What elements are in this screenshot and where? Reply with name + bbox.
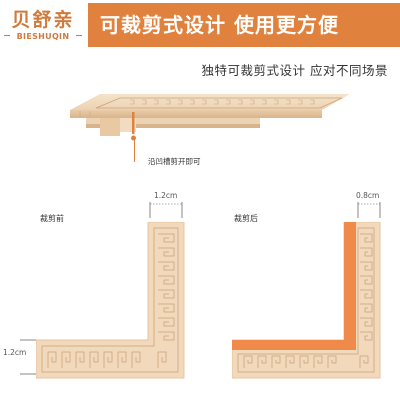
strip-end-block <box>100 118 120 136</box>
corner-guard-before <box>36 222 185 379</box>
cut-strip-horizontal <box>232 340 356 350</box>
before-left-width: 1.2cm <box>3 348 27 357</box>
corner-guard-after <box>232 222 381 379</box>
product-illustration <box>70 94 350 141</box>
before-left-dimension <box>20 339 36 375</box>
cut-strip-vertical <box>344 222 356 340</box>
after-label: 裁剪后 <box>234 214 258 223</box>
brand-logo: 贝舒亲 BIESHUQIN <box>3 5 83 49</box>
header-bar: 贝舒亲 BIESHUQIN 可裁剪式设计 使用更方便 <box>0 0 400 50</box>
brand-name-en: BIESHUQIN <box>16 32 70 41</box>
after-top-dimension <box>357 202 381 218</box>
brand-rule-right <box>76 35 82 36</box>
callout-leader-line <box>134 138 135 162</box>
key-pattern-vertical-after <box>360 233 373 341</box>
brand-name-cn: 贝舒亲 <box>11 9 75 31</box>
strip-pattern-band <box>95 97 343 109</box>
key-pattern-horizontal-after <box>243 355 369 368</box>
before-label: 裁剪前 <box>40 214 64 223</box>
strip-front-face <box>70 110 322 118</box>
before-top-dimension <box>149 202 183 218</box>
brand-rule-left <box>4 35 10 36</box>
strip-top-surface <box>70 94 350 110</box>
headline-banner: 可裁剪式设计 使用更方便 <box>88 3 400 47</box>
after-top-width: 0.8cm <box>356 191 380 200</box>
before-top-width: 1.2cm <box>154 191 178 200</box>
subtitle: 独特可裁剪式设计 应对不同场景 <box>201 63 388 78</box>
groove-marker <box>132 112 135 134</box>
callout-text: 沿凹槽剪开即可 <box>148 157 201 166</box>
key-pattern-horizontal <box>47 351 167 368</box>
strip-pattern <box>130 99 315 105</box>
key-pattern-vertical <box>158 233 175 341</box>
